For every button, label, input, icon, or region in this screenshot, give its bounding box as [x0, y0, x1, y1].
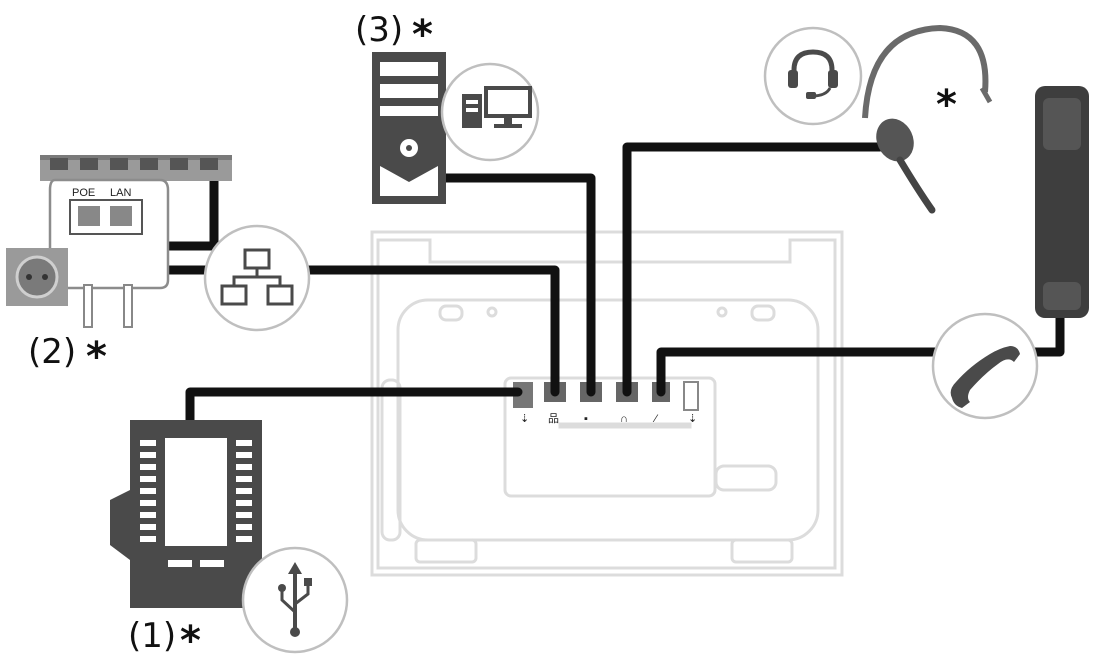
cable-keymodule [185, 387, 523, 425]
pc-port-symbol: ▪ [584, 413, 588, 425]
computer [372, 52, 446, 204]
star-keymodule: * [180, 618, 201, 659]
star-headset: * [936, 82, 957, 128]
headset-port-symbol: ∩ [620, 413, 628, 425]
handset-icon [931, 312, 1039, 420]
cable-handset [656, 313, 1065, 397]
cable-pc [441, 173, 596, 397]
lan-port-symbol: 品 [548, 412, 559, 425]
headset-icon [763, 26, 863, 126]
label-computer: (3) [355, 10, 403, 50]
label-power-adapter: (2) [28, 332, 76, 372]
usb-right-symbol: ⇣ [688, 413, 697, 425]
poe-power-adapter: POE LAN [48, 178, 170, 328]
computer-icon [440, 62, 540, 162]
phone-base [370, 230, 844, 577]
key-expansion-module [110, 420, 262, 608]
handset-port-symbol: ⁄ [652, 413, 659, 425]
label-keymodule: (1) [128, 616, 176, 656]
cable-headset [622, 142, 885, 397]
adapter-poe-label: POE [72, 187, 95, 199]
headset [862, 24, 993, 214]
adapter-lan-label: LAN [110, 187, 131, 199]
phone-ports: ⇣ 品 ▪ ∩ ⁄ ⇣ [513, 381, 699, 425]
network-switch [40, 155, 232, 181]
star-computer: * [412, 12, 433, 58]
usb-icon [241, 546, 349, 654]
network-icon [203, 224, 311, 332]
usb-port-symbol: ⇣ [520, 413, 529, 425]
handset [1035, 86, 1089, 318]
port-usb-right [683, 381, 699, 411]
star-power-adapter: * [86, 334, 107, 380]
socket-icon [6, 248, 68, 306]
